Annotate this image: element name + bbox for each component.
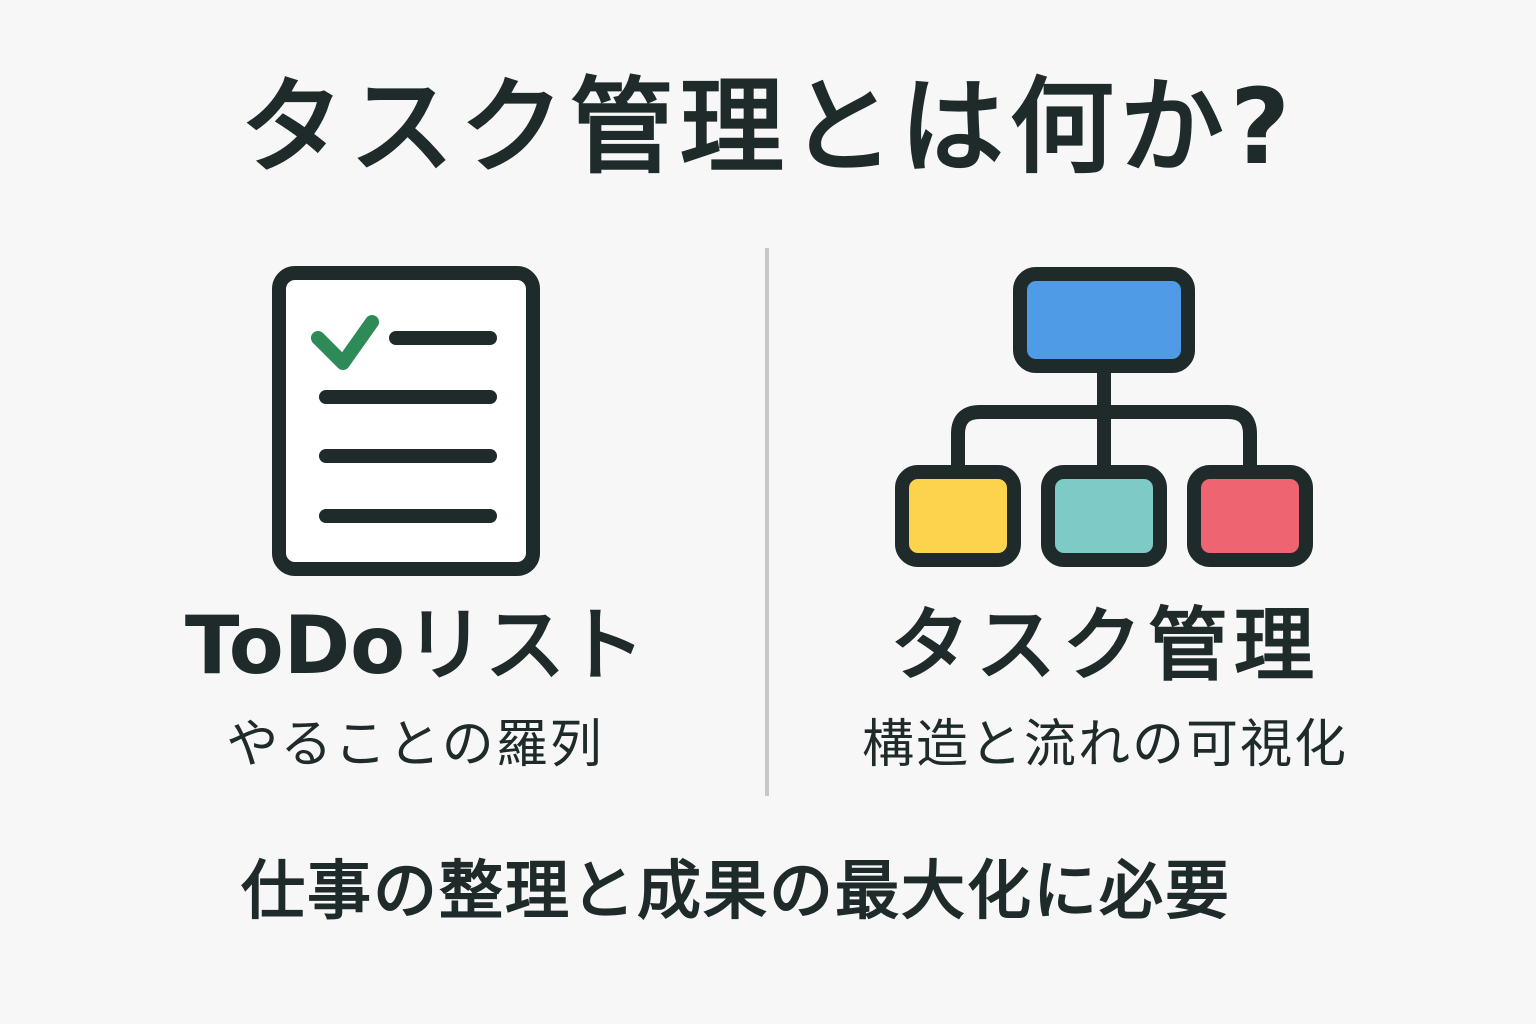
page-title: タスク管理とは何か? (239, 66, 1297, 188)
conclusion-text: 仕事の整理と成果の最大化に必要 (241, 855, 1231, 929)
center-divider (765, 248, 769, 796)
todo-list-label: ToDoリスト (184, 599, 646, 692)
hierarchy-icon (895, 267, 1313, 567)
todo-list-description: やることの羅列 (226, 715, 604, 775)
checklist-icon (272, 266, 540, 576)
task-management-label: タスク管理 (890, 599, 1320, 692)
task-management-description: 構造と流れの可視化 (861, 715, 1348, 775)
